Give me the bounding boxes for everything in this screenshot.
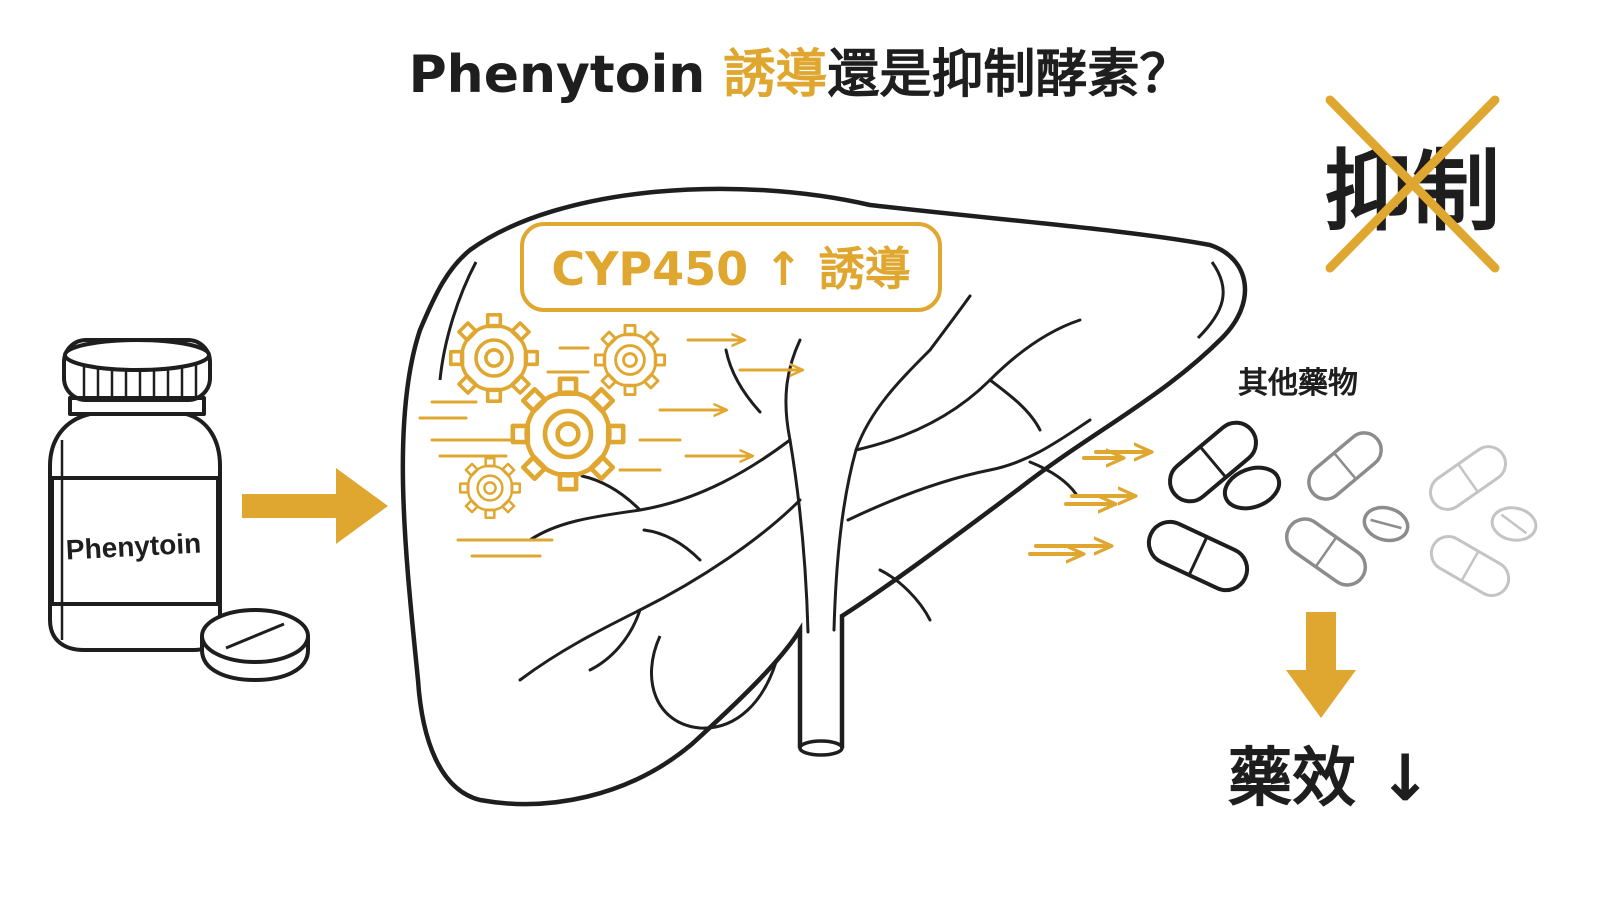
pill-tablet	[1490, 506, 1538, 542]
pill-capsule	[1307, 431, 1383, 501]
pill-capsule	[1429, 445, 1507, 511]
tablet	[200, 608, 310, 683]
effect-down-arrow	[1286, 612, 1356, 718]
pill-capsule	[1168, 420, 1258, 504]
bottle-label-text: Phenytoin	[65, 527, 202, 565]
page-title: Phenytoin 誘導還是抑制酵素？	[409, 45, 1192, 105]
vessel-tree	[518, 294, 1092, 682]
rejected-inhibit-label: 抑制	[1324, 95, 1500, 273]
pill-tablet	[1222, 465, 1282, 511]
cross-line-2	[1325, 95, 1500, 273]
cap-top	[63, 338, 211, 372]
pill-capsule	[1146, 519, 1250, 593]
title-suffix: 還是抑制酵素？	[827, 45, 1191, 105]
metabolism-arrows	[658, 340, 800, 456]
pill-capsule	[1429, 535, 1511, 597]
outflow-arrows	[1028, 452, 1148, 554]
speed-lines	[418, 346, 682, 558]
input-arrow	[242, 468, 388, 544]
pill-tablet	[1362, 505, 1410, 543]
bottle-label-area	[50, 476, 220, 606]
other-drugs-pills	[1146, 420, 1538, 597]
rejected-inhibit-text: 抑制	[1324, 140, 1500, 243]
title-prefix: Phenytoin	[409, 45, 724, 105]
title-highlight: 誘導	[723, 45, 827, 105]
badge-frame	[520, 222, 942, 312]
phenytoin-bottle	[48, 338, 222, 652]
badge-text: CYP450 ↑ 誘導	[551, 242, 910, 296]
cyp450-induction-badge: CYP450 ↑ 誘導	[520, 222, 942, 312]
vein-opening	[798, 739, 844, 757]
gallbladder	[650, 635, 778, 730]
other-drugs-label: 其他藥物	[1238, 366, 1358, 401]
reduced-efficacy-label: 藥效 ↓	[1228, 742, 1432, 816]
pill-capsule	[1284, 517, 1368, 587]
